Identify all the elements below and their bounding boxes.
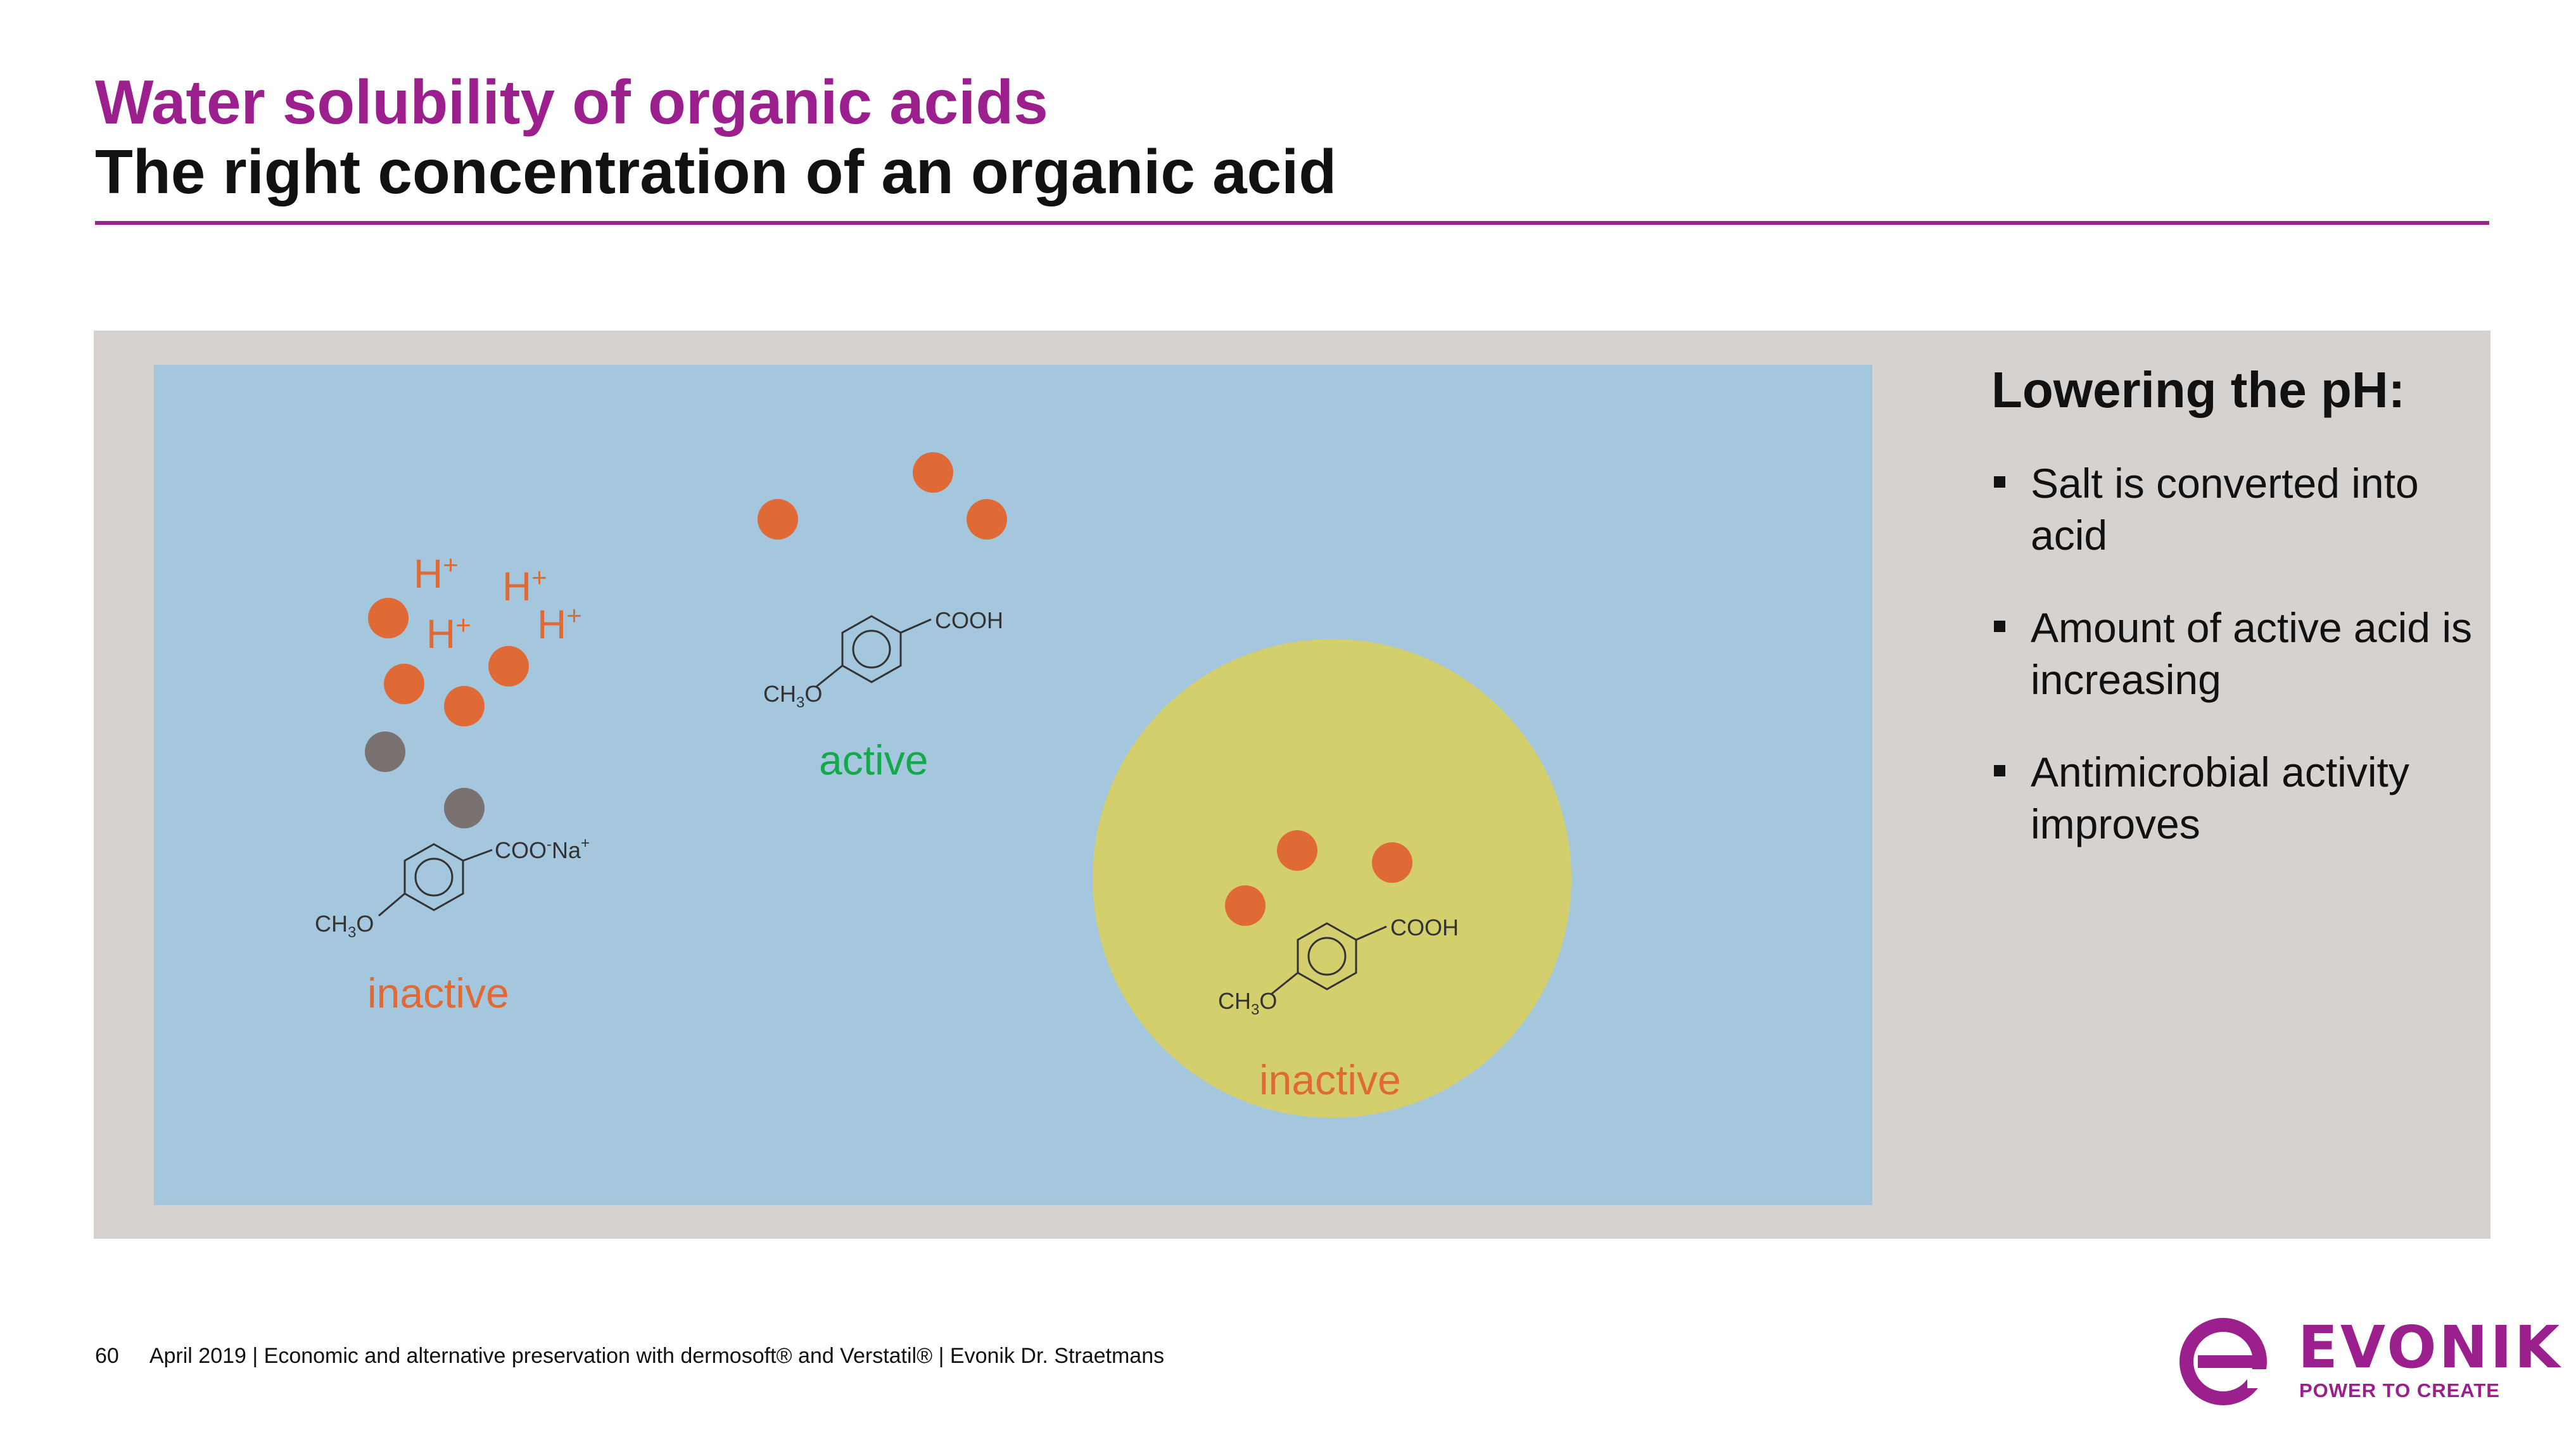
bullet-square-icon bbox=[1994, 621, 2005, 632]
salt-dot bbox=[365, 731, 405, 772]
proton-ion-2: H+ bbox=[502, 562, 547, 609]
proton-ion-1: H+ bbox=[414, 550, 459, 597]
page-number: 60 bbox=[95, 1344, 119, 1368]
acid-dot bbox=[913, 452, 953, 493]
footer-text: April 2019 | Economic and alternative pr… bbox=[149, 1344, 1165, 1368]
side-panel-bullets: Salt is converted into acid Amount of ac… bbox=[1991, 457, 2473, 890]
state-label-active: active bbox=[819, 737, 928, 783]
acid-dot bbox=[444, 686, 485, 726]
salt-dot bbox=[444, 788, 485, 828]
acid-dot bbox=[1372, 842, 1412, 883]
acid-dot bbox=[967, 499, 1007, 540]
acid-dot bbox=[368, 598, 409, 638]
bullet-item: Salt is converted into acid bbox=[1991, 457, 2473, 561]
carboxylate-group-label: COO-Na+ bbox=[495, 835, 590, 863]
salt-molecule bbox=[378, 843, 493, 917]
side-panel-heading: Lowering the pH: bbox=[1991, 362, 2406, 418]
title-divider bbox=[95, 221, 2489, 225]
proton-ion-4: H+ bbox=[537, 600, 582, 647]
methoxy-group-label: CH3O bbox=[1218, 988, 1277, 1018]
bullet-text: Salt is converted into acid bbox=[2031, 460, 2419, 559]
oil-droplet bbox=[1093, 639, 1571, 1118]
footer: 60 April 2019 | Economic and alternative … bbox=[95, 1344, 1164, 1369]
state-label-inactive-salt: inactive bbox=[367, 970, 509, 1016]
acid-dot bbox=[384, 664, 424, 704]
evonik-logo: EVONIK POWER TO CREATE bbox=[2173, 1311, 2560, 1412]
carboxyl-group-label: COOH bbox=[935, 607, 1003, 633]
acid-dot bbox=[1277, 830, 1317, 871]
water-phase: H+ H+ H+ H+ bbox=[154, 365, 1872, 1205]
proton-ion-3: H+ bbox=[426, 610, 471, 657]
acid-dot bbox=[1225, 885, 1266, 926]
bullet-square-icon bbox=[1994, 765, 2005, 776]
state-label-inactive-droplet: inactive bbox=[1259, 1056, 1401, 1103]
methoxy-group-label: CH3O bbox=[763, 681, 822, 711]
acid-dot bbox=[758, 499, 798, 540]
carboxyl-group-label: COOH bbox=[1390, 914, 1459, 940]
bullet-text: Antimicrobial activity improves bbox=[2031, 749, 2409, 847]
evonik-logo-icon bbox=[2179, 1318, 2273, 1405]
page-title: Water solubility of organic acids bbox=[95, 67, 1048, 137]
content-panel: H+ H+ H+ H+ bbox=[94, 331, 2490, 1239]
droplet-acid-molecule bbox=[1271, 922, 1387, 995]
page-subtitle: The right concentration of an organic ac… bbox=[95, 137, 1337, 206]
solubility-diagram: H+ H+ H+ H+ bbox=[315, 452, 1571, 1118]
logo-wordmark: EVONIK bbox=[2298, 1313, 2563, 1381]
logo-tagline: POWER TO CREATE bbox=[2299, 1379, 2500, 1402]
bullet-text: Amount of active acid is increasing bbox=[2031, 604, 2472, 703]
methoxy-group-label: CH3O bbox=[315, 911, 374, 941]
bullet-item: Amount of active acid is increasing bbox=[1991, 602, 2473, 706]
acid-dot bbox=[488, 646, 529, 687]
bullet-square-icon bbox=[1994, 476, 2005, 488]
free-acid-molecule bbox=[816, 615, 932, 688]
bullet-item: Antimicrobial activity improves bbox=[1991, 746, 2473, 850]
